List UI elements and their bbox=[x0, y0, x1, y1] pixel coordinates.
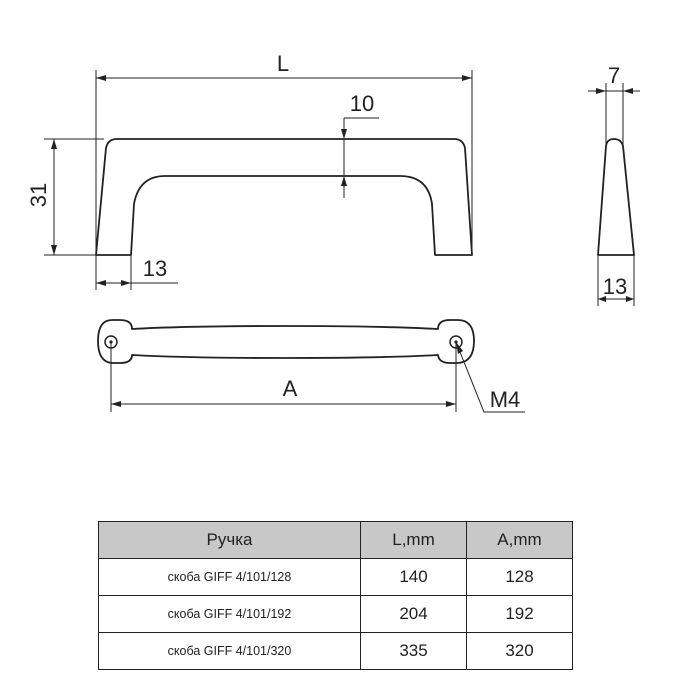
dim-label-thickness: 10 bbox=[350, 91, 374, 116]
handle-top-view bbox=[97, 319, 475, 364]
table-header-row: Ручка L,mm A,mm bbox=[98, 521, 573, 559]
dim-label-side-bottom: 13 bbox=[603, 274, 627, 299]
cell-length: 140 bbox=[360, 558, 467, 596]
header-hole-spacing: A,mm bbox=[466, 521, 573, 559]
table-row: скоба GIFF 4/101/128 140 128 bbox=[98, 558, 573, 596]
cell-length: 335 bbox=[360, 632, 467, 670]
dim-label-thread: M4 bbox=[490, 387, 521, 412]
thread-leader bbox=[455, 341, 525, 413]
dim-label-foot-width: 13 bbox=[143, 256, 167, 281]
dim-label-length: L bbox=[277, 51, 289, 76]
cell-name: скоба GIFF 4/101/128 bbox=[98, 558, 361, 596]
handle-side-view bbox=[597, 138, 635, 256]
header-handle: Ручка bbox=[98, 521, 361, 559]
handle-front-view bbox=[95, 138, 473, 256]
cell-name: скоба GIFF 4/101/320 bbox=[98, 632, 361, 670]
table-row: скоба GIFF 4/101/192 204 192 bbox=[98, 595, 573, 633]
dim-label-hole-spacing: A bbox=[283, 376, 298, 401]
dim-label-side-top: 7 bbox=[608, 63, 620, 88]
dim-label-height: 31 bbox=[26, 183, 51, 207]
cell-hole-spacing: 192 bbox=[466, 595, 573, 633]
cell-length: 204 bbox=[360, 595, 467, 633]
table-row: скоба GIFF 4/101/320 335 320 bbox=[98, 632, 573, 670]
spec-table: Ручка L,mm A,mm скоба GIFF 4/101/128 140… bbox=[98, 521, 573, 670]
header-length: L,mm bbox=[360, 521, 467, 559]
cell-hole-spacing: 128 bbox=[466, 558, 573, 596]
cell-hole-spacing: 320 bbox=[466, 632, 573, 670]
cell-name: скоба GIFF 4/101/192 bbox=[98, 595, 361, 633]
